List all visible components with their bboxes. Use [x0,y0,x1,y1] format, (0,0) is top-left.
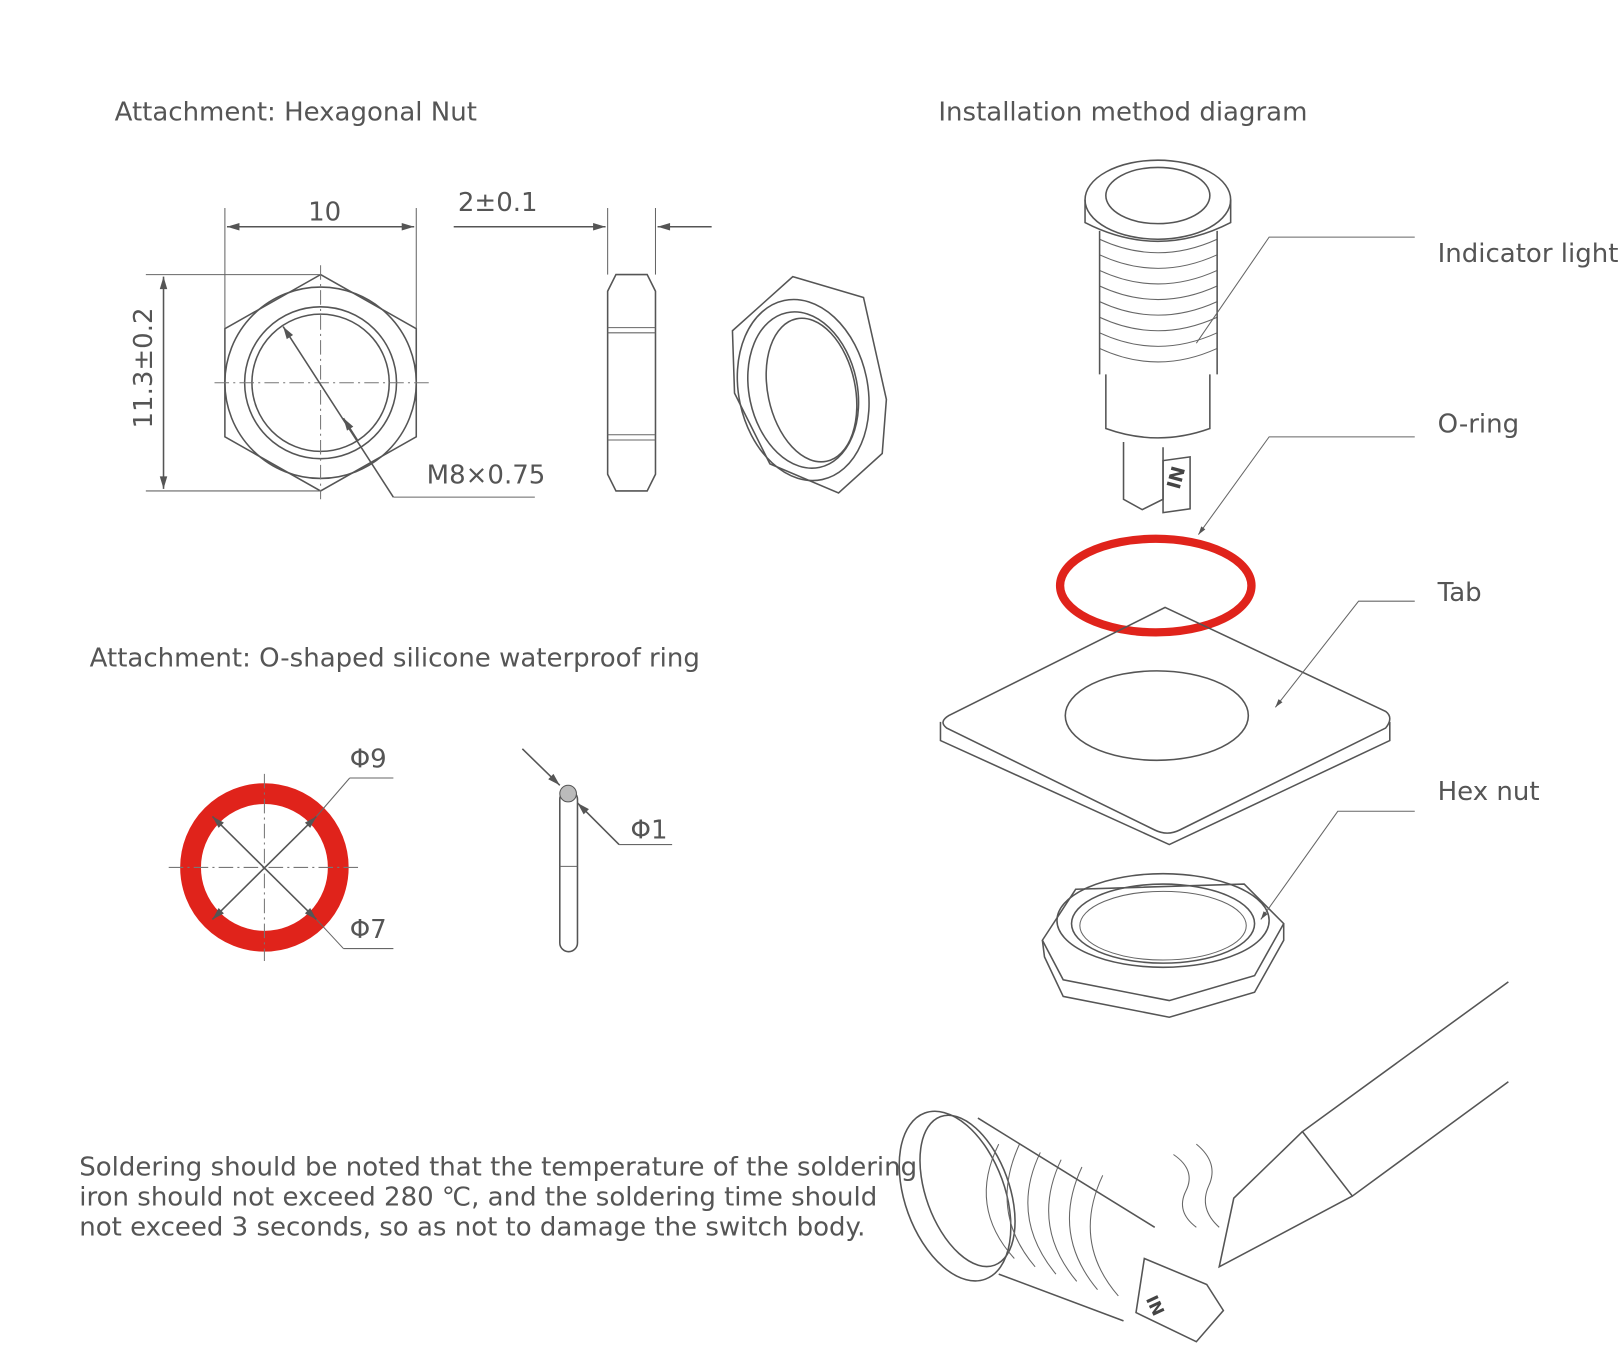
tab-plate-drawing [939,606,1391,846]
callouts: Indicator light O-ring Tab Hex nut [1195,236,1619,920]
heading-installation: Installation method diagram [938,98,1307,128]
callout-o-ring: O-ring [1438,410,1519,440]
dim-thickness: 2±0.1 [458,188,538,218]
installation-o-ring [1055,534,1256,637]
hex-nut-perspective [731,275,888,494]
pin-marking: IN [1164,464,1190,491]
callout-tab: Tab [1437,578,1482,608]
dim-ring-outer: Φ9 [350,745,387,775]
callout-hex-nut: Hex nut [1438,777,1540,807]
note-line-3: not exceed 3 seconds, so as not to damag… [79,1213,865,1243]
dim-ring-section: Φ1 [631,815,668,845]
o-ring-section-view: Φ1 [521,748,673,953]
note-line-2: iron should not exceed 280 ℃, and the so… [79,1182,877,1212]
dim-thread: M8×0.75 [427,461,546,491]
soldering-illustration: IN [898,981,1509,1343]
soldering-note: Soldering should be noted that the tempe… [79,1152,917,1242]
hex-nut-front-view: 10 11.3±0.2 M8×0.75 [129,197,546,500]
heading-o-ring: Attachment: O-shaped silicone waterproof… [90,644,700,674]
installation-hex-nut [1041,872,1285,1019]
pin-marking-solder: IN [1142,1293,1168,1319]
heading-hex-nut: Attachment: Hexagonal Nut [115,98,477,128]
indicator-light-drawing: IN [1084,159,1232,514]
dim-height: 11.3±0.2 [129,307,159,428]
callout-indicator-light: Indicator light [1438,239,1619,269]
note-line-1: Soldering should be noted that the tempe… [79,1152,917,1182]
dim-ring-inner: Φ7 [350,915,387,945]
hex-nut-side-view: 2±0.1 [453,188,712,492]
dim-width: 10 [308,197,341,227]
o-ring-front-view: Φ9 Φ7 [168,745,394,962]
